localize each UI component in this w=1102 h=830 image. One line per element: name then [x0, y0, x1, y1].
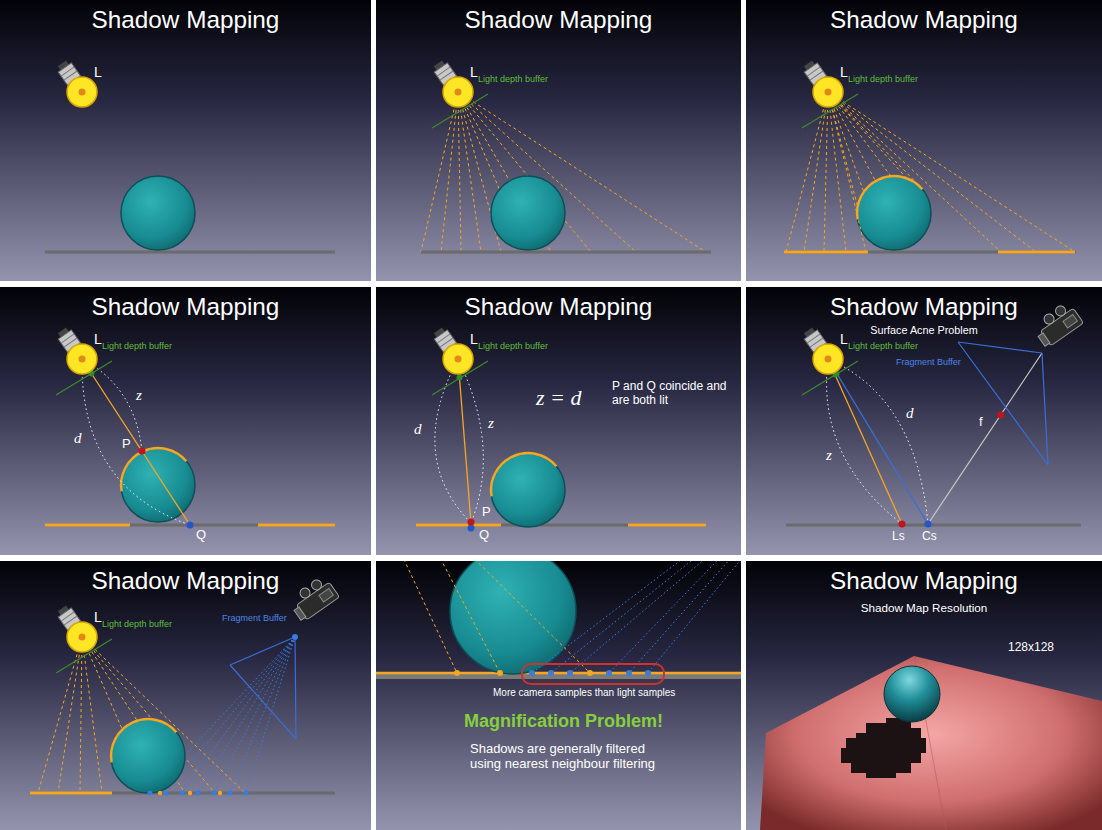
diagram-label: Light depth buffer — [848, 341, 918, 351]
problem-note: Shadows are generally filtered using nea… — [470, 742, 675, 772]
diagram-label: L — [470, 64, 478, 80]
slide-panel: Shadow MappingL — [0, 0, 371, 281]
slide-panel: Shadow MappingLLight depth buffer Fragmen… — [0, 561, 371, 830]
slide-title: Shadow Mapping — [0, 6, 371, 34]
diagram-label: P and Q coincide and are both lit — [612, 380, 727, 408]
math-symbol: d — [414, 421, 422, 438]
diagram-label: Fragment Buffer — [896, 357, 961, 367]
slide-subtitle: Shadow Map Resolution — [746, 601, 1102, 614]
diagram-label: L — [94, 609, 102, 625]
diagram-label: Q — [196, 528, 206, 543]
diagram-label: P — [122, 437, 131, 452]
slide-1-art — [0, 0, 371, 281]
math-symbol: d — [906, 405, 914, 422]
math-symbol: z — [136, 387, 142, 404]
slide-4-art — [0, 287, 371, 555]
diagram-label: L — [94, 331, 102, 347]
diagram-label: Light depth buffer — [102, 619, 172, 629]
diagram-label: Light depth buffer — [102, 341, 172, 351]
problem-heading: Magnification Problem! — [464, 711, 663, 732]
slide-title: Shadow Mapping — [376, 293, 741, 321]
slide-subtitle: Surface Acne Problem — [746, 324, 1102, 336]
diagram-label: Light depth buffer — [478, 74, 548, 84]
diagram-label: L — [470, 331, 478, 347]
math-symbol: z — [826, 447, 832, 464]
diagram-label: Fragment Buffer — [222, 613, 287, 623]
slide-title: Shadow Mapping — [0, 567, 371, 595]
slide-title: Shadow Mapping — [746, 293, 1102, 321]
slide-9-art — [746, 561, 1102, 830]
slide-5-art — [376, 287, 741, 555]
slide-title: Shadow Mapping — [746, 6, 1102, 34]
slide-title: Shadow Mapping — [746, 567, 1102, 595]
slide-panel: Shadow MappingSurface Acne ProblemLLight… — [746, 287, 1102, 555]
slide-title: Shadow Mapping — [0, 293, 371, 321]
diagram-label: L — [840, 331, 848, 347]
slide-3-art — [746, 0, 1102, 281]
slide-2-art — [376, 0, 741, 281]
slide-panel: Shadow MappingLLight depth buffer — [376, 0, 741, 281]
slide-title: Shadow Mapping — [376, 6, 741, 34]
slide-8-art — [376, 521, 756, 830]
math-symbol: z = d — [536, 385, 581, 410]
slide-panel: Shadow MappingLLight depth buffer z = d P … — [376, 287, 741, 555]
slide-7-art — [0, 561, 371, 830]
diagram-label: Q — [479, 528, 489, 543]
diagram-label: Light depth buffer — [478, 341, 548, 351]
slide-panel: Shadow MappingLLight depth buffer — [746, 0, 1102, 281]
slide-panel: Magnification Problem! Shadows are genera… — [376, 561, 741, 830]
diagram-label: L — [94, 64, 102, 80]
diagram-label: f — [979, 415, 983, 430]
diagram-label: Light depth buffer — [848, 74, 918, 84]
math-symbol: d — [74, 430, 82, 447]
diagram-label: L — [840, 64, 848, 80]
diagram-label: Cs — [922, 530, 937, 544]
diagram-label: P — [482, 505, 491, 520]
diagram-label: Ls — [892, 530, 905, 544]
diagram-label: 128x128 — [1008, 641, 1054, 655]
slide-panel: Shadow MappingLLight depth buffer z d P Q — [0, 287, 371, 555]
math-symbol: z — [488, 415, 494, 432]
slide-panel: Shadow MappingShadow Map Resolution 128x1… — [746, 561, 1102, 830]
diagram-label: More camera samples than light samples — [493, 687, 675, 699]
slide-6-art — [746, 287, 1102, 555]
